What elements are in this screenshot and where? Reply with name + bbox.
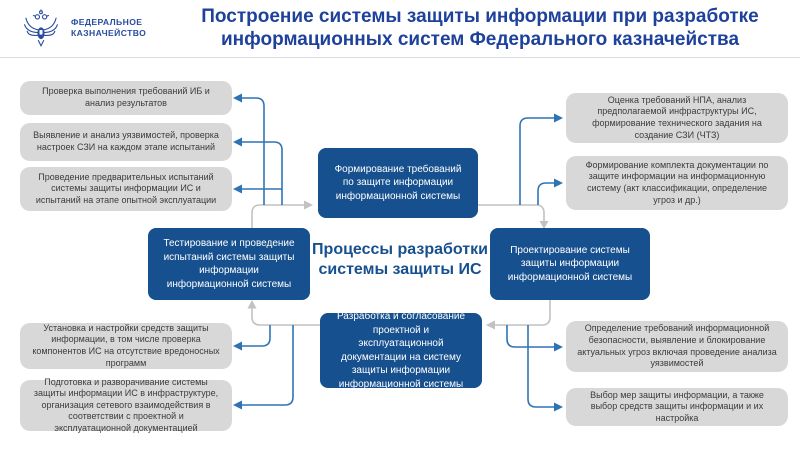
cycle-center-label: Процессы разработки системы защиты ИС bbox=[312, 240, 488, 280]
org-name-line2: КАЗНАЧЕЙСТВО bbox=[71, 28, 147, 38]
slide-header: ФЕДЕРАЛЬНОЕ КАЗНАЧЕЙСТВО Построение сист… bbox=[0, 0, 800, 57]
slide-title: Построение системы защиты информации при… bbox=[168, 5, 792, 51]
branch-arrowheads bbox=[233, 93, 563, 412]
stage-requirements: Формирование требований по защите информ… bbox=[318, 148, 478, 218]
cycle-center-label-line1: Процессы разработки bbox=[312, 241, 488, 258]
org-name: ФЕДЕРАЛЬНОЕ КАЗНАЧЕЙСТВО bbox=[71, 17, 146, 39]
slide-title-line1: Построение системы защиты информации при… bbox=[201, 6, 759, 27]
treasury-logo: ФЕДЕРАЛЬНОЕ КАЗНАЧЕЙСТВО bbox=[20, 7, 146, 49]
stage-design: Проектирование системы защиты информации… bbox=[490, 228, 650, 300]
right-item-1: Оценка требований НПА, анализ предполага… bbox=[566, 93, 788, 143]
right-item-3: Определение требований информационной бе… bbox=[566, 321, 788, 372]
stage-testing: Тестирование и проведение испытаний сист… bbox=[148, 228, 310, 300]
process-cycle-lines bbox=[251, 204, 551, 326]
treasury-emblem-icon bbox=[24, 9, 58, 47]
process-cycle-arrowheads bbox=[247, 200, 549, 330]
left-item-5: Подготовка и разворачивание системы защи… bbox=[20, 377, 232, 433]
slide-title-line2: информационных систем Федерального казна… bbox=[220, 29, 740, 51]
left-item-1: Проверка выполнения требований ИБ и анал… bbox=[20, 81, 232, 115]
branch-lines bbox=[241, 97, 555, 408]
cycle-center-label-line2: системы защиты ИС bbox=[318, 261, 482, 278]
left-item-3: Проведение предварительных испытаний сис… bbox=[20, 167, 232, 211]
left-item-4: Установка и настройки средств защиты инф… bbox=[20, 323, 232, 369]
right-item-4: Выбор мер защиты информации, а также выб… bbox=[566, 388, 788, 426]
org-name-line1: ФЕДЕРАЛЬНОЕ bbox=[71, 16, 143, 27]
left-item-2: Выявление и анализ уязвимостей, проверка… bbox=[20, 123, 232, 161]
right-item-2: Формирование комплекта документации по з… bbox=[566, 156, 788, 210]
header-divider bbox=[0, 57, 800, 58]
stage-documentation: Разработка и согласование проектной и эк… bbox=[320, 311, 482, 390]
